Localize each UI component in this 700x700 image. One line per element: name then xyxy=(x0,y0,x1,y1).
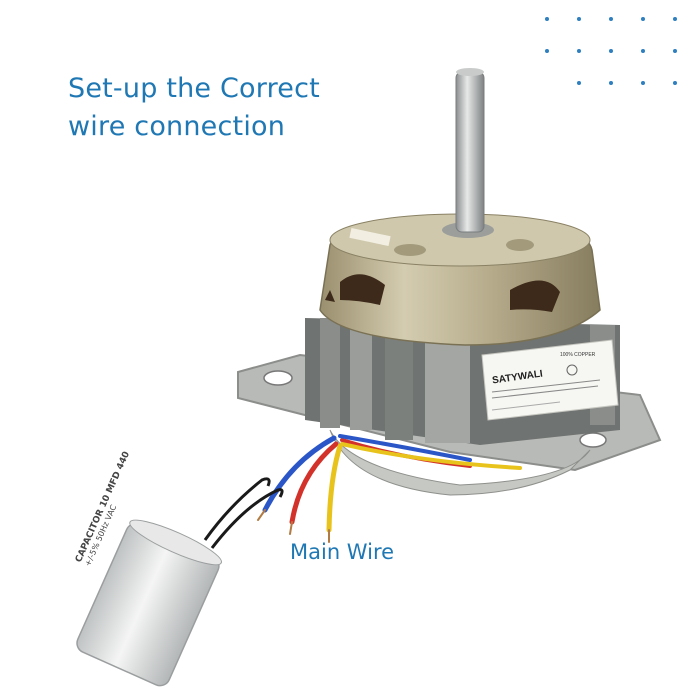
motor-label-sticker xyxy=(481,339,619,421)
decorative-dot xyxy=(545,49,549,53)
decorative-dot xyxy=(609,17,613,21)
headline-line-2: wire connection xyxy=(68,111,286,142)
decorative-dot xyxy=(577,49,581,53)
decorative-dot xyxy=(577,81,581,85)
decorative-dot xyxy=(641,17,645,21)
decorative-dot xyxy=(673,17,677,21)
headline: Set-up the Correct wire connection xyxy=(68,70,320,146)
decorative-dot xyxy=(545,17,549,21)
decorative-dot xyxy=(673,81,677,85)
motor-bottom-housing xyxy=(329,429,591,496)
motor-spec-badge: 100% COPPER xyxy=(560,352,596,358)
motor-shaft xyxy=(442,68,494,238)
motor-end-cap xyxy=(319,213,601,346)
capacitor xyxy=(76,519,222,687)
decorative-dot xyxy=(609,81,613,85)
decorative-dot xyxy=(641,81,645,85)
motor-wires xyxy=(257,434,522,543)
decorative-dot xyxy=(609,49,613,53)
main-wire-label: Main Wire xyxy=(290,540,395,564)
decorative-dot xyxy=(641,49,645,53)
decorative-dot xyxy=(673,49,677,53)
decorative-dot xyxy=(577,17,581,21)
headline-line-1: Set-up the Correct xyxy=(68,73,320,104)
dot-pattern xyxy=(540,12,690,92)
capacitor-wires xyxy=(203,477,284,549)
